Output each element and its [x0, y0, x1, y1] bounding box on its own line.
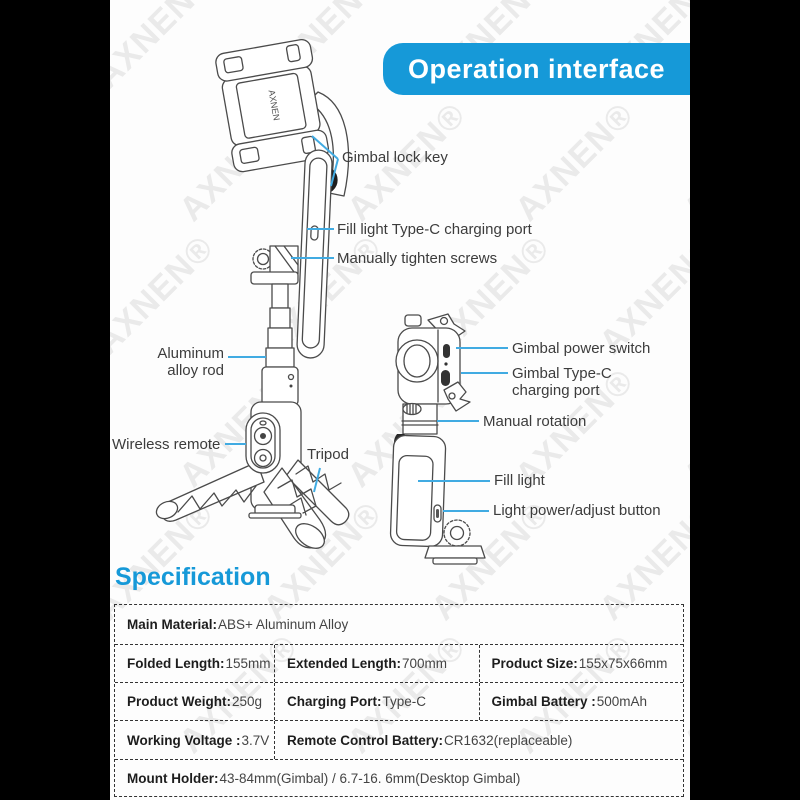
callout-label-line: Tripod [307, 446, 349, 463]
spec-cell: Product Weight:250g [115, 683, 274, 720]
spec-key: Product Size: [491, 656, 578, 671]
callout-label-line: Wireless remote [112, 436, 221, 453]
spec-key: Product Weight: [127, 694, 231, 709]
spec-cell: Mount Holder:43-84mm(Gimbal) / 6.7-16. 6… [115, 760, 683, 796]
callout-manually-tighten-screws: Manually tighten screws [337, 250, 497, 267]
callout-tripod: Tripod [307, 446, 349, 463]
spec-key: Mount Holder: [127, 770, 219, 786]
spec-table-row: Mount Holder:43-84mm(Gimbal) / 6.7-16. 6… [115, 759, 683, 796]
banner-title: Operation interface [407, 53, 666, 84]
callout-label-line: Gimbal power switch [512, 340, 651, 357]
left-letterbox-bar [0, 0, 110, 800]
spec-value: 500mAh [596, 694, 648, 709]
callout-fill-light-type-c-charging-port: Fill light Type-C charging port [337, 221, 532, 238]
diagram-art: AXNEN [155, 38, 486, 565]
spec-value: 700mm [402, 656, 448, 671]
callout-label-line: Manually tighten screws [337, 250, 498, 267]
spec-key: Gimbal Battery : [491, 694, 596, 709]
leader-line-gimbal-lock-key [311, 135, 339, 160]
operation-interface-banner: Operation interface [383, 43, 690, 95]
callout-label-line: charging port [512, 382, 600, 399]
manual-rotation-joint [401, 420, 439, 426]
spec-key: Extended Length: [287, 656, 402, 671]
callout-leader-lines [225, 135, 508, 512]
callout-label-line: Manual rotation [483, 413, 587, 430]
spec-value: ABS+ Aluminum Alloy [218, 617, 349, 632]
spec-key: Remote Control Battery: [287, 732, 444, 748]
callout-fill-light: Fill light [494, 472, 545, 489]
spec-key: Main Material: [127, 617, 218, 632]
callout-label-line: Fill light Type-C charging port [337, 221, 532, 238]
callout-gimbal-lock-key: Gimbal lock key [342, 149, 448, 166]
specification-heading: Specification [115, 563, 271, 591]
spec-cell: Product Size:155x75x66mm [478, 645, 683, 682]
spec-value: 250g [232, 694, 263, 709]
spec-key: Folded Length: [127, 656, 225, 671]
left-diagram-full-gimbal: AXNEN [155, 38, 350, 549]
fill-light-arm [296, 149, 333, 359]
phone-clamp: AXNEN [215, 38, 330, 173]
callout-label-line: Aluminum [157, 345, 224, 362]
spec-value: 43-84mm(Gimbal) / 6.7-16. 6mm(Desktop Gi… [219, 770, 521, 786]
callout-light-power-adjust-button: Light power/adjust button [493, 502, 661, 519]
spec-cell: Extended Length:700mm [274, 645, 478, 682]
callout-label-line: Light power/adjust button [493, 502, 661, 519]
spec-cell: Working Voltage :3.7V [115, 721, 274, 759]
callout-label-line: Gimbal lock key [342, 149, 448, 166]
callout-label-line: Gimbal Type-C [512, 365, 612, 382]
spec-value: Type-C [382, 694, 427, 709]
spec-cell: Remote Control Battery:CR1632(replaceabl… [274, 721, 683, 759]
right-letterbox-bar [690, 0, 800, 800]
spec-key: Working Voltage : [127, 732, 241, 748]
wireless-remote-art [245, 412, 281, 474]
fill-light-unit [389, 434, 447, 548]
spec-table-row: Main Material: ABS+ Aluminum Alloy [115, 605, 683, 644]
spec-cell: Folded Length:155mm [115, 645, 274, 682]
callout-gimbal-power-switch: Gimbal power switch [512, 340, 650, 357]
content-area: AXNEN®AXNEN®AXNEN®AXNEN®AXNEN®AXNEN®AXNE… [110, 0, 690, 800]
leader-line-tripod [313, 467, 321, 493]
spec-value: 155x75x66mm [578, 656, 668, 671]
spec-cell: Main Material: ABS+ Aluminum Alloy [115, 605, 683, 644]
spec-cell: Gimbal Battery :500mAh [478, 683, 683, 720]
spec-value: 155mm [225, 656, 271, 671]
spec-value: 3.7V [241, 732, 270, 748]
callout-label-line: Fill light [494, 472, 545, 489]
callout-manual-rotation: Manual rotation [483, 413, 586, 430]
fill-light-charging-port [310, 225, 319, 241]
right-diagram-gimbal-head [389, 313, 486, 565]
type-c-port-art [441, 370, 450, 386]
leader-line-gimbal-lock-key [330, 158, 339, 187]
callout-label-line: alloy rod [167, 362, 224, 379]
power-switch-art [443, 344, 450, 358]
spec-value: CR1632(replaceable) [444, 732, 573, 748]
spec-key: Charging Port: [287, 694, 382, 709]
callout-wireless-remote: Wireless remote [112, 436, 220, 453]
spec-cell: Charging Port: Type-C [274, 683, 478, 720]
